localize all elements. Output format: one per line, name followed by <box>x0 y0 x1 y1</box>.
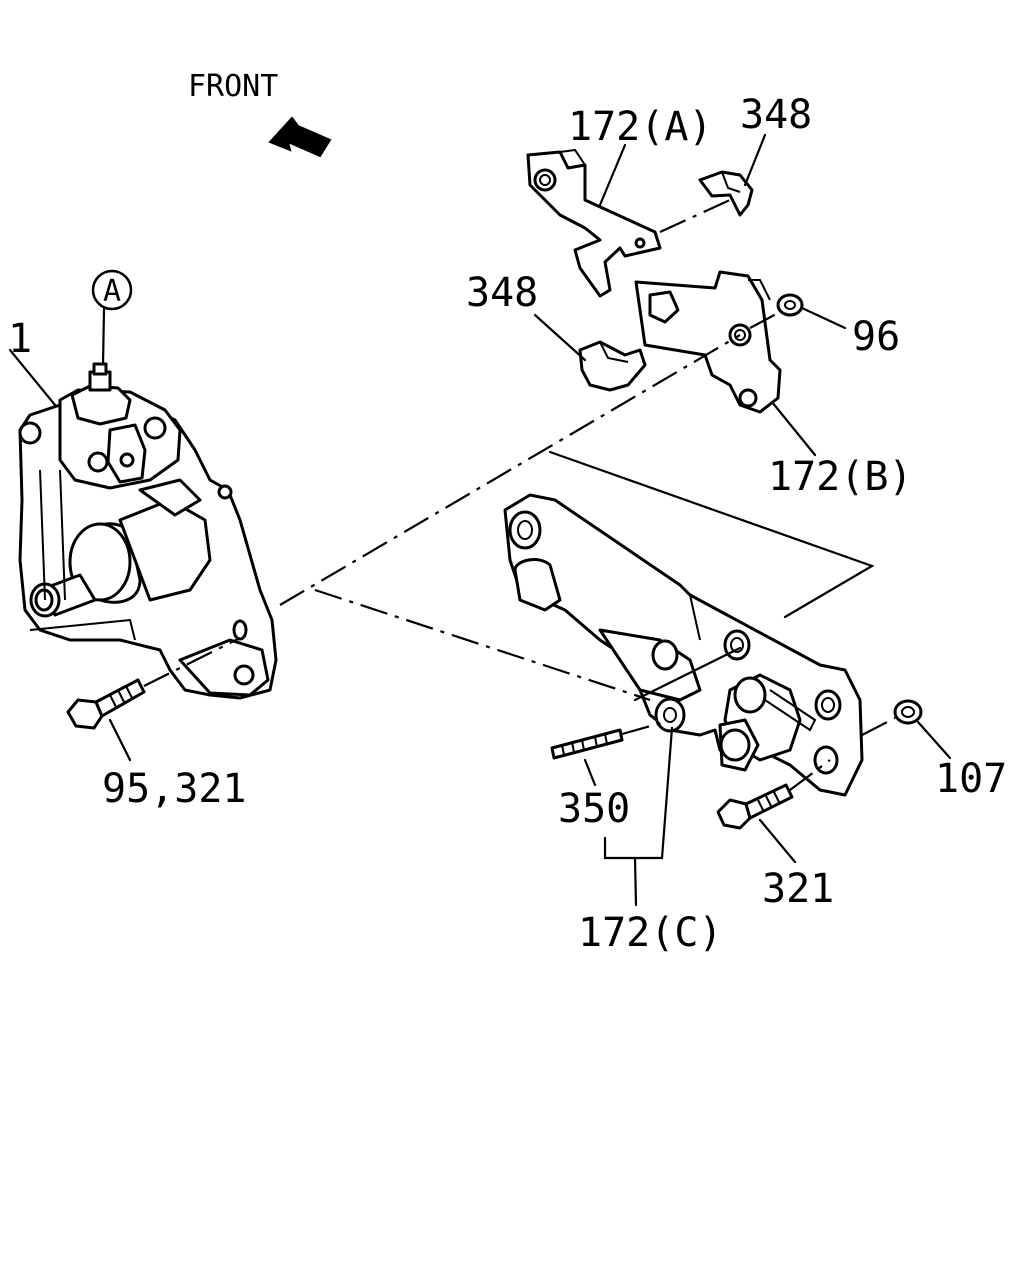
circle-a-marker: A <box>91 269 133 368</box>
clip-348-mid <box>578 340 647 392</box>
label-part-1: 1 <box>8 316 32 362</box>
stud-350 <box>550 728 624 760</box>
bolt-321 <box>716 783 794 830</box>
label-bracket-172-a: 172(A) <box>568 104 713 150</box>
steering-gear-box <box>18 362 278 700</box>
front-label: FRONT <box>188 69 278 104</box>
label-nut-96: 96 <box>852 314 900 360</box>
label-bolt-95-321: 95,321 <box>102 766 247 812</box>
bracket-172-c <box>503 493 864 797</box>
label-clip-348-mid: 348 <box>466 270 538 316</box>
nut-107 <box>893 699 923 725</box>
label-stud-350: 350 <box>558 786 630 832</box>
label-bracket-172-b: 172(B) <box>768 454 913 500</box>
nut-96 <box>776 293 804 317</box>
bolt-95-321 <box>66 678 146 730</box>
bracket-172-a <box>526 148 662 298</box>
label-bracket-172-c: 172(C) <box>578 910 723 956</box>
front-arrow-icon <box>268 116 332 158</box>
label-bolt-321: 321 <box>762 866 834 912</box>
bracket-172-b <box>634 270 782 414</box>
label-nut-107: 107 <box>935 756 1007 802</box>
clip-348-top <box>698 170 754 217</box>
circle-a-label: A <box>103 274 121 309</box>
label-clip-348-top: 348 <box>740 92 812 138</box>
